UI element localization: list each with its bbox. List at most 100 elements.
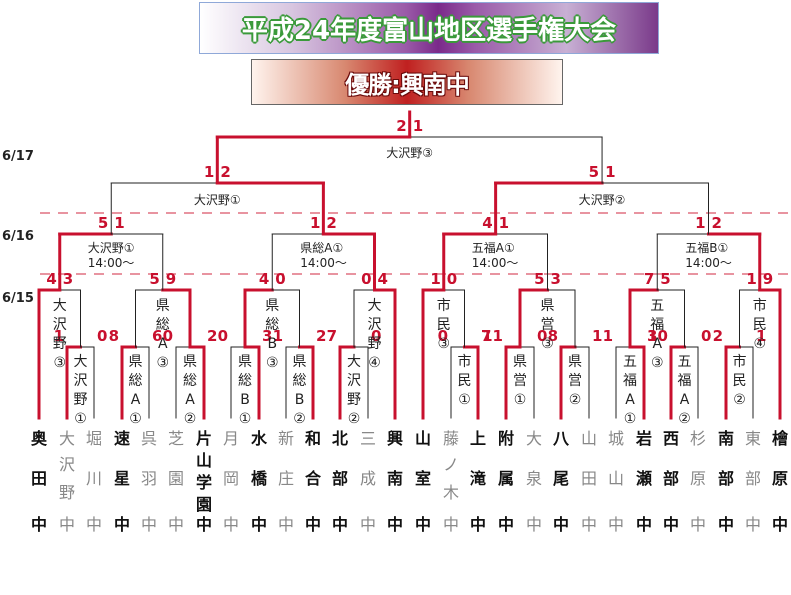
r2-right-score: 9 xyxy=(166,270,176,288)
team-name-char: 西 xyxy=(663,429,679,448)
r1-venue-char: 総 xyxy=(183,373,197,389)
r1-left-score: 1 xyxy=(603,327,613,345)
team-name: 芝園中 xyxy=(168,429,184,534)
r1-venue-char: ① xyxy=(239,411,252,427)
team-name-char: 岩 xyxy=(635,429,652,448)
r2-venue-char: 県 xyxy=(156,298,170,314)
r2-venue-char: 野 xyxy=(53,336,67,352)
sf-venue: 大沢野① xyxy=(194,193,241,207)
qf-venue: 五福B① xyxy=(685,240,728,255)
final-right-score: 1 xyxy=(413,117,423,135)
r1-venue-char: 県 xyxy=(129,354,143,370)
r1-right-score: 0 xyxy=(97,327,107,345)
team-name-char: 中 xyxy=(114,515,130,534)
team-name-char: 三 xyxy=(360,429,376,448)
date-label-final: 6/17 xyxy=(2,149,34,164)
sf-left-score: 1 xyxy=(204,163,214,181)
qf-venue: 県総A① xyxy=(300,241,343,255)
team-name: 月岡中 xyxy=(223,429,239,534)
r1-venue-char: 県 xyxy=(513,354,527,370)
team-name: 三成中 xyxy=(360,429,376,534)
r1-venue-char: 市 xyxy=(733,353,747,370)
team-name-char: 中 xyxy=(636,515,652,534)
r1-venue-char: ② xyxy=(348,411,361,427)
champion-banner: 優勝:興南中 xyxy=(251,59,563,105)
team-name-char: 属 xyxy=(498,469,514,488)
r2-venue-char: ④ xyxy=(368,355,381,371)
r2-venue-char: 沢 xyxy=(368,317,382,333)
r1-left-score: 7 xyxy=(327,327,337,345)
champion-label: 優勝:興南中 xyxy=(345,70,470,99)
team-name-char: 中 xyxy=(196,515,212,534)
r1-right-score: 0 xyxy=(371,327,381,345)
team-name-char: 芝 xyxy=(168,429,184,448)
r2-venue-char: 大 xyxy=(53,298,67,314)
r1-venue-char: A xyxy=(680,392,690,408)
r2-left-score: 4 xyxy=(46,270,56,288)
r2-venue-char: 総 xyxy=(265,317,279,333)
team-name-char: 合 xyxy=(305,469,322,488)
r2-venue-char: ③ xyxy=(437,336,450,352)
team-name-char: 室 xyxy=(415,469,431,488)
qf-right-score: 1 xyxy=(499,214,509,232)
r1-venue-char: 営 xyxy=(513,373,527,389)
r2-venue-char: 沢 xyxy=(53,317,67,333)
r1-left-score: 10 xyxy=(647,327,668,345)
team-name-char: 中 xyxy=(168,515,184,534)
team-name-char: 星 xyxy=(114,469,130,488)
sf-right-score: 1 xyxy=(605,163,615,181)
team-name-char: 呉 xyxy=(141,429,157,448)
r1-venue-char: ② xyxy=(733,392,746,408)
team-name-char: 藤 xyxy=(443,429,459,448)
r2-venue-char: ③ xyxy=(541,336,554,352)
r1-right-score: 2 xyxy=(207,327,217,345)
r2-venue-char: 市 xyxy=(437,297,451,314)
qf-right-score: 1 xyxy=(114,214,124,232)
r1-venue-char: A xyxy=(185,392,195,408)
r1-venue-char: ② xyxy=(569,392,582,408)
team-name-char: 山 xyxy=(608,469,624,488)
team-name-char: 檜 xyxy=(772,429,789,448)
r1-right-score: 0 xyxy=(537,327,547,345)
team-name-char: 部 xyxy=(663,469,679,488)
team-name-char: 田 xyxy=(31,469,47,488)
team-name-char: 中 xyxy=(663,515,679,534)
r1-venue-char: 県 xyxy=(183,354,197,370)
team-name-char: 中 xyxy=(59,515,75,534)
team-name-char: 興 xyxy=(387,429,403,448)
r1-venue-char: ② xyxy=(678,411,691,427)
team-name-char: 中 xyxy=(387,515,403,534)
team-name: 附属中 xyxy=(498,429,514,534)
team-name-char: 沢 xyxy=(59,455,75,474)
r1-venue-char: 総 xyxy=(293,373,307,389)
r1-venue-char: 野 xyxy=(347,392,361,408)
r2-left-score: 5 xyxy=(534,270,544,288)
qf-left-score: 1 xyxy=(695,214,705,232)
qf-left-score: 1 xyxy=(310,214,320,232)
r2-venue-char: 民 xyxy=(437,317,451,333)
team-name-char: 南 xyxy=(387,469,403,488)
team-name-char: 川 xyxy=(86,469,102,488)
qf-right-score: 2 xyxy=(326,214,336,232)
team-name-char: 中 xyxy=(86,515,102,534)
r2-venue-char: 総 xyxy=(156,317,170,333)
r1-venue-char: 民 xyxy=(733,373,747,389)
r1-right-score: 3 xyxy=(262,327,272,345)
team-name-char: 瀬 xyxy=(636,469,652,488)
team-name: 杉原中 xyxy=(690,429,706,534)
qf-left-score: 4 xyxy=(482,214,492,232)
team-name-char: 原 xyxy=(690,469,706,488)
r2-venue-char: 野 xyxy=(368,336,382,352)
r2-venue-char: ③ xyxy=(53,355,66,371)
date-label-qf: 6/16 xyxy=(2,229,34,244)
final-left-score: 2 xyxy=(396,117,406,135)
team-name: 東部中 xyxy=(745,429,761,534)
r1-venue-char: 福 xyxy=(678,373,692,389)
sf-venue: 大沢野② xyxy=(579,193,626,207)
team-name-char: 中 xyxy=(251,515,267,534)
team-name-char: 和 xyxy=(305,429,321,448)
r2-right-score: 9 xyxy=(763,270,773,288)
team-name: 八尾中 xyxy=(552,429,570,534)
